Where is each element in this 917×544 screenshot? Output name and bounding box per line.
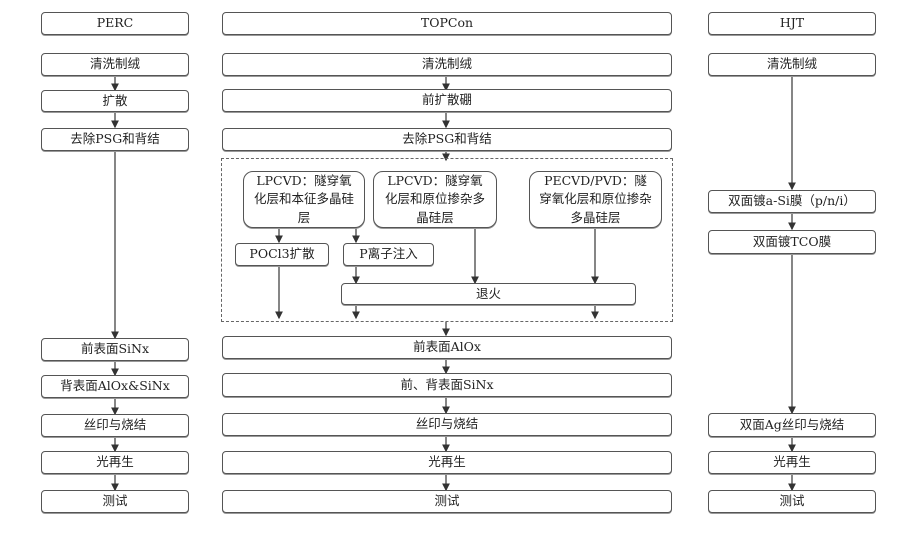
topcon-step-7: 光再生 — [222, 451, 672, 474]
branch-lpcvd-intrinsic: LPCVD：隧穿氧化层和本征多晶硅层 — [243, 171, 365, 228]
hjt-step-3: 双面镀TCO膜 — [708, 230, 876, 254]
hjt-step-5: 光再生 — [708, 451, 876, 474]
topcon-step-6: 丝印与烧结 — [222, 413, 672, 436]
topcon-step-4: 前表面AlOx — [222, 336, 672, 359]
branch-pocl3-diffusion: POCl3扩散 — [235, 243, 329, 266]
branch-p-ion-implant: P离子注入 — [343, 243, 434, 266]
perc-step-4: 前表面SiNx — [41, 338, 189, 361]
perc-step-5: 背表面AlOx&SiNx — [41, 375, 189, 398]
topcon-title: TOPCon — [222, 12, 672, 35]
topcon-step-2: 前扩散硼 — [222, 89, 672, 112]
branch-pecvd-pvd: PECVD/PVD：隧穿氧化层和原位掺杂多晶硅层 — [529, 171, 662, 228]
perc-step-7: 光再生 — [41, 451, 189, 474]
hjt-step-2: 双面镀a-Si膜（p/n/i） — [708, 190, 876, 213]
topcon-poly-si-options-group — [221, 158, 673, 322]
hjt-step-1: 清洗制绒 — [708, 53, 876, 76]
branch-anneal: 退火 — [341, 283, 636, 305]
branch-lpcvd-insitu: LPCVD：隧穿氧化层和原位掺杂多晶硅层 — [373, 171, 497, 228]
hjt-step-4: 双面Ag丝印与烧结 — [708, 413, 876, 437]
perc-title: PERC — [41, 12, 189, 35]
perc-step-8: 测试 — [41, 490, 189, 513]
topcon-step-8: 测试 — [222, 490, 672, 513]
perc-step-6: 丝印与烧结 — [41, 414, 189, 437]
topcon-step-5: 前、背表面SiNx — [222, 373, 672, 397]
perc-step-1: 清洗制绒 — [41, 53, 189, 76]
hjt-title: HJT — [708, 12, 876, 35]
hjt-step-6: 测试 — [708, 490, 876, 513]
perc-step-3: 去除PSG和背结 — [41, 128, 189, 151]
topcon-step-3: 去除PSG和背结 — [222, 128, 672, 151]
topcon-step-1: 清洗制绒 — [222, 53, 672, 76]
perc-step-2: 扩散 — [41, 90, 189, 112]
